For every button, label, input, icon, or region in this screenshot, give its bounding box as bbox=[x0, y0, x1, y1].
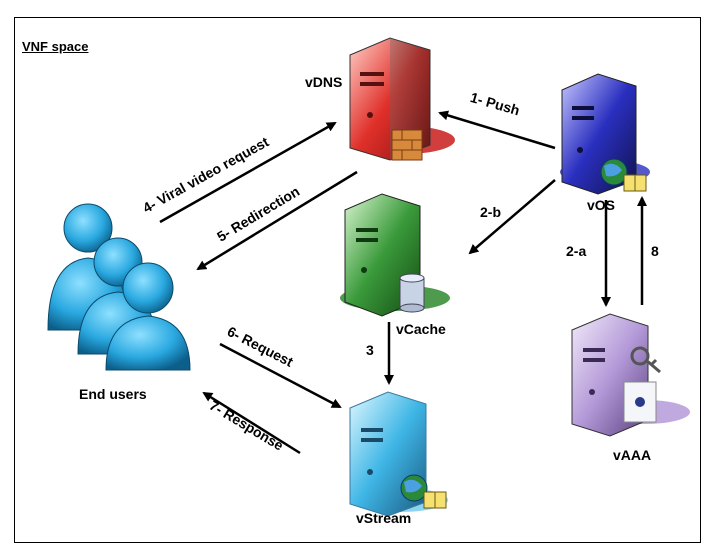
vcache-server-icon bbox=[340, 193, 450, 317]
vos-server-icon bbox=[560, 73, 650, 195]
vstream-server-icon bbox=[349, 391, 448, 517]
step-2b-label: 2-b bbox=[480, 204, 501, 220]
vos-label: vOS bbox=[587, 197, 616, 213]
diagram-title: VNF space bbox=[22, 39, 89, 54]
vcache-label: vCache bbox=[396, 321, 446, 337]
vdns-server-icon bbox=[349, 37, 455, 161]
arrow-viral-request bbox=[159, 121, 337, 224]
vnf-space-frame bbox=[14, 17, 701, 543]
step-8-label: 8 bbox=[651, 243, 659, 259]
end-users-icon bbox=[47, 203, 191, 371]
vaaa-label: vAAA bbox=[613, 447, 652, 463]
arrow-request bbox=[219, 342, 342, 409]
arrow-2b bbox=[468, 179, 556, 255]
vstream-label: vStream bbox=[356, 510, 412, 526]
vaaa-server-icon bbox=[571, 313, 690, 437]
arrow-redirection bbox=[196, 170, 358, 271]
step-2a-label: 2-a bbox=[566, 243, 587, 259]
end-users-label: End users bbox=[79, 386, 147, 402]
vdns-label: vDNS bbox=[305, 74, 343, 90]
step-3-label: 3 bbox=[366, 342, 374, 358]
arrow-push bbox=[438, 110, 556, 150]
arrow-response bbox=[202, 391, 301, 455]
